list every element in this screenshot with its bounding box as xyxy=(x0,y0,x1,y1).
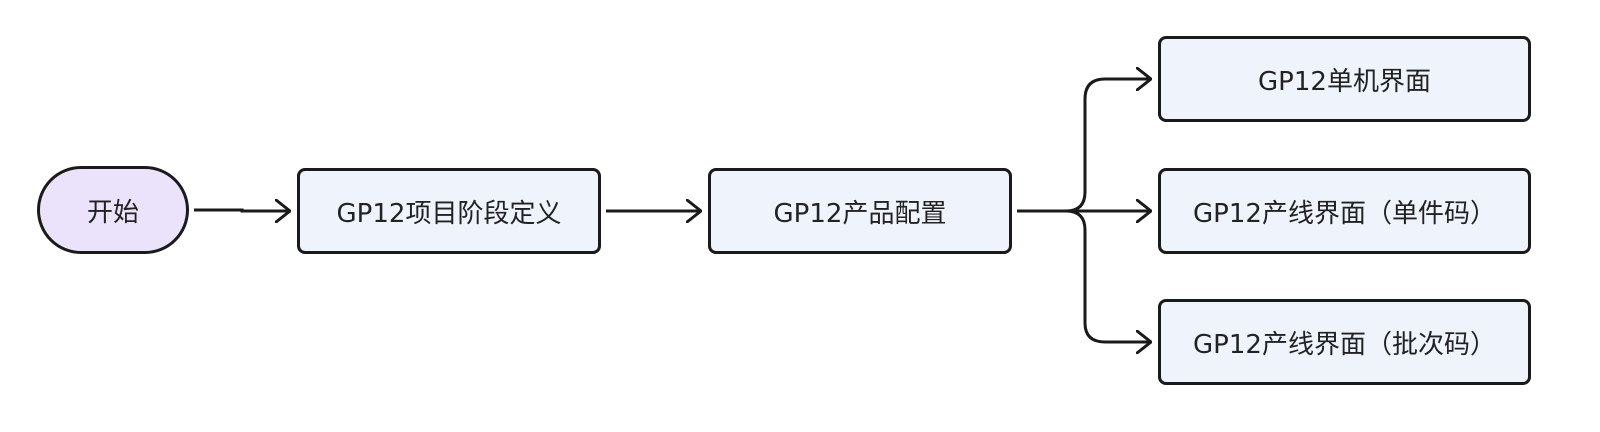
node-line-ui-batch-code-label: GP12产线界面（批次码） xyxy=(1193,329,1496,360)
node-start[interactable]: 开始 xyxy=(37,166,189,254)
edge-config-to-single xyxy=(1017,79,1151,213)
node-stage-definition[interactable]: GP12项目阶段定义 xyxy=(297,168,601,254)
node-line-ui-batch-code[interactable]: GP12产线界面（批次码） xyxy=(1158,299,1531,385)
node-line-ui-single-code[interactable]: GP12产线界面（单件码） xyxy=(1158,168,1531,254)
edge-config-to-line2 xyxy=(1017,209,1151,342)
node-start-label: 开始 xyxy=(86,197,139,228)
edge-start-to-stage xyxy=(194,210,290,211)
node-product-config-label: GP12产品配置 xyxy=(773,198,947,229)
node-single-machine-ui[interactable]: GP12单机界面 xyxy=(1158,36,1531,122)
node-stage-definition-label: GP12项目阶段定义 xyxy=(336,198,562,229)
node-line-ui-single-code-label: GP12产线界面（单件码） xyxy=(1193,198,1496,229)
node-product-config[interactable]: GP12产品配置 xyxy=(708,168,1012,254)
node-single-machine-ui-label: GP12单机界面 xyxy=(1258,66,1431,97)
